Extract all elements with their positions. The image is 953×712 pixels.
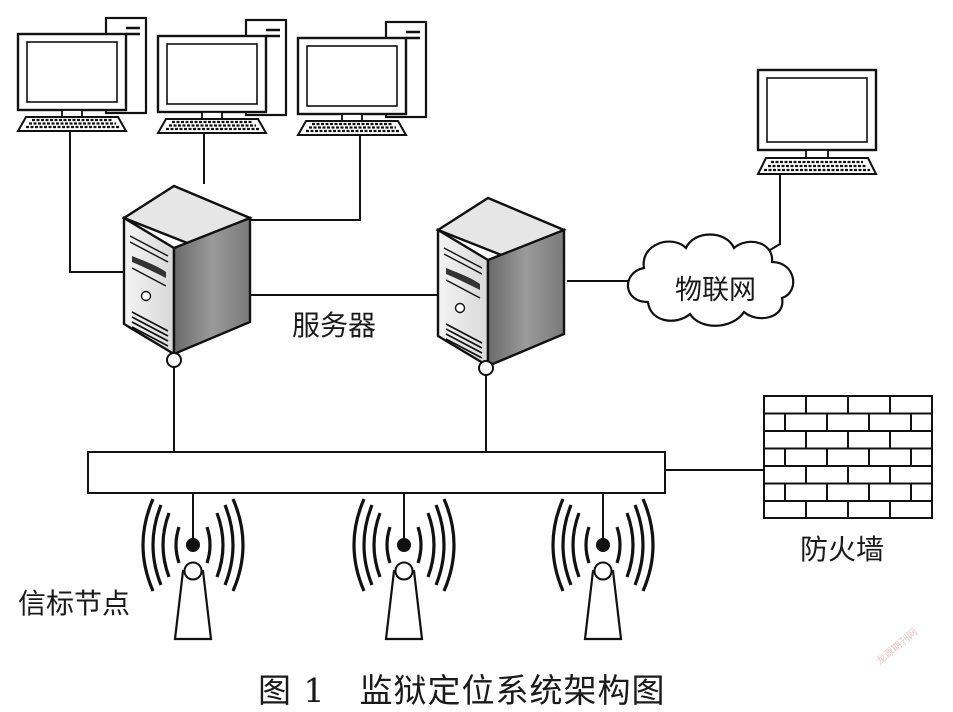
figure-caption: 图 1 监狱定位系统架构图 bbox=[258, 664, 666, 712]
desktop-computer-icon bbox=[296, 20, 428, 137]
tower-server-icon bbox=[436, 196, 566, 368]
connection-lines bbox=[69, 128, 781, 540]
beacon-nodes-label: 信标节点 bbox=[18, 587, 131, 620]
desktop-computer-icon bbox=[16, 16, 148, 133]
figure-number: 图 1 bbox=[258, 671, 326, 710]
server-port-icon bbox=[166, 352, 182, 368]
network-bus bbox=[87, 451, 666, 494]
server-label: 服务器 bbox=[292, 309, 377, 342]
brick-wall-icon bbox=[763, 395, 933, 519]
figure-title: 监狱定位系统架构图 bbox=[359, 671, 666, 710]
cloud-icon bbox=[626, 233, 795, 327]
iot-label: 物联网 bbox=[675, 275, 756, 306]
server-port-icon bbox=[478, 360, 494, 376]
tower-server-icon bbox=[122, 184, 252, 356]
firewall-label: 防火墙 bbox=[800, 533, 885, 566]
desktop-computer-icon bbox=[156, 18, 288, 135]
monitor-icon bbox=[756, 68, 878, 176]
